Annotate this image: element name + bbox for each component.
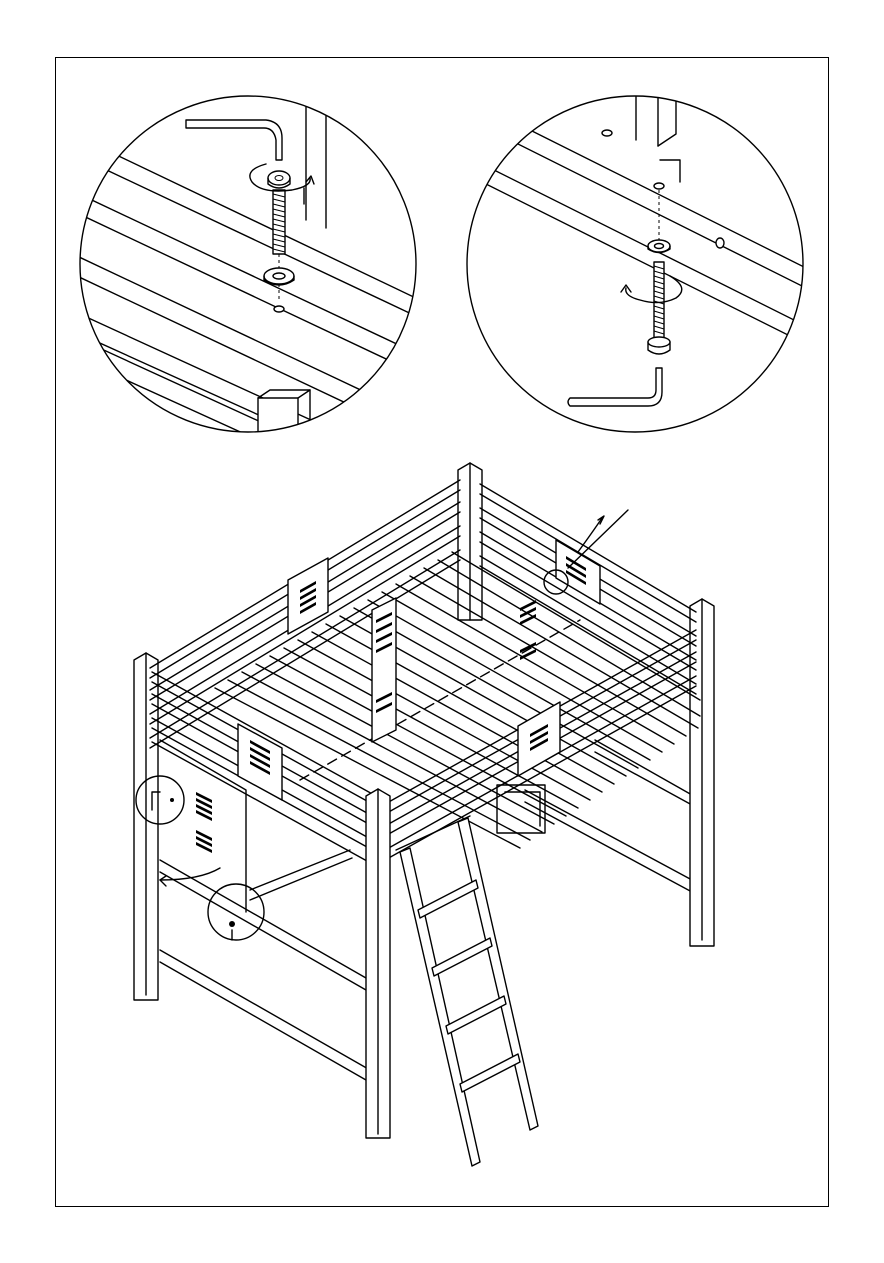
bolt-icon <box>268 171 290 254</box>
detail-circle-top-right <box>467 90 810 432</box>
detail-circle-top-left <box>60 96 420 488</box>
callout-circle-left-lower <box>160 868 264 940</box>
end-panel-icon <box>160 702 560 912</box>
bolt-icon <box>648 262 670 354</box>
end-panel-icon <box>288 540 600 634</box>
washer-icon <box>648 240 670 253</box>
hex-key-icon <box>568 368 662 406</box>
bed-post-icon <box>366 789 390 1138</box>
loft-bed-frame <box>134 463 714 1166</box>
rotate-counterclockwise-arrow-icon <box>621 276 682 303</box>
hex-key-icon <box>186 120 282 160</box>
ladder-icon <box>396 816 538 1166</box>
washer-icon <box>264 268 294 285</box>
